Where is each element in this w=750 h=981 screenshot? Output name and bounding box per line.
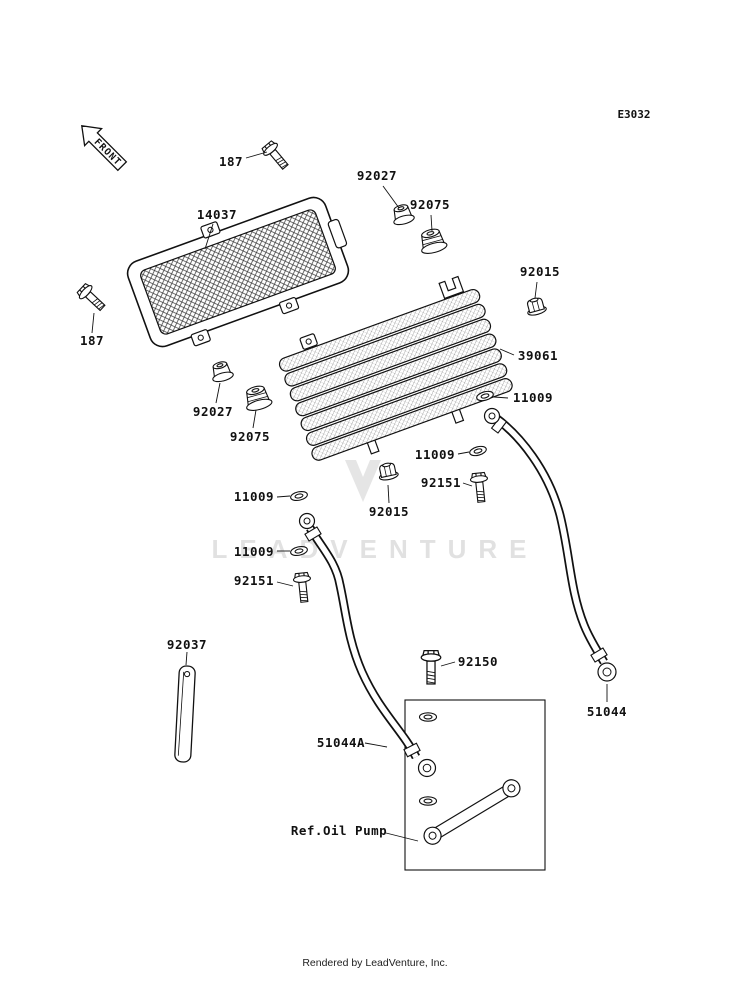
leader-lines (91, 151, 608, 842)
damper-92075-lower (241, 382, 274, 414)
oil-hose-51044 (483, 407, 617, 682)
callout-92075-lower[interactable]: 92075 (230, 429, 270, 444)
callout-11009-left-upper[interactable]: 11009 (234, 489, 274, 504)
callout-92150[interactable]: 92150 (458, 654, 498, 669)
callout-92015-middle[interactable]: 92015 (369, 504, 409, 519)
washer-in-box-upper (418, 712, 438, 722)
nut-92015-middle (376, 460, 400, 482)
nut-92015-upper (523, 295, 548, 318)
callout-11009-left-lower[interactable]: 11009 (234, 544, 274, 559)
callout-92027-upper[interactable]: 92027 (357, 168, 397, 183)
callout-92075-upper[interactable]: 92075 (410, 197, 450, 212)
washer-in-box-lower (418, 796, 438, 806)
oil-cooler-core (278, 275, 513, 461)
callout-187-upper[interactable]: 187 (219, 154, 243, 169)
bolt-92150 (420, 649, 442, 685)
leadventure-logo-mark (345, 460, 381, 502)
callout-92151-right[interactable]: 92151 (421, 475, 461, 490)
callout-11009-right-upper[interactable]: 11009 (513, 390, 553, 405)
callout-51044[interactable]: 51044 (587, 704, 627, 719)
diagram-code: E3032 (617, 108, 650, 121)
callout-92037[interactable]: 92037 (167, 637, 207, 652)
stay-92037 (174, 665, 196, 763)
callout-ref-oil-pump: Ref.Oil Pump (291, 823, 387, 838)
screen-side-tab (327, 218, 348, 249)
callout-92015-upper[interactable]: 92015 (520, 264, 560, 279)
damper-92075-upper (416, 225, 449, 257)
bolt-187-upper (259, 138, 293, 173)
callout-51044a[interactable]: 51044A (317, 735, 365, 750)
grommet-92027-lower (208, 359, 235, 384)
oil-cooler-screen (126, 196, 350, 348)
ref-oil-pump-box (404, 699, 546, 871)
washer-11009-left-upper (289, 489, 309, 503)
bolt-187-left (74, 281, 109, 315)
bolt-92151-right (469, 471, 491, 504)
callout-39061[interactable]: 39061 (518, 348, 558, 363)
washer-11009-right-lower (468, 444, 488, 458)
callout-92027-lower[interactable]: 92027 (193, 404, 233, 419)
cooler-top-bracket (438, 275, 465, 300)
callouts: 187 14037 92027 92075 92015 187 92027 92… (80, 154, 627, 838)
screen-mesh (140, 209, 336, 335)
bolt-92151-left (292, 571, 314, 604)
leadventure-watermark: LEADVENTURE (211, 460, 538, 564)
oil-hose-51044a (298, 512, 437, 778)
front-direction-arrow: FRONT (81, 125, 128, 172)
watermark-text: LEADVENTURE (211, 534, 538, 564)
callout-14037[interactable]: 14037 (197, 207, 237, 222)
oil-pump-link (423, 779, 521, 845)
callout-92151-left[interactable]: 92151 (234, 573, 274, 588)
footer-credit: Rendered by LeadVenture, Inc. (302, 957, 447, 969)
callout-11009-right-lower[interactable]: 11009 (415, 447, 455, 462)
front-arrow-label: FRONT (92, 137, 124, 169)
front-arrow-shape (81, 125, 128, 172)
callout-187-left[interactable]: 187 (80, 333, 104, 348)
